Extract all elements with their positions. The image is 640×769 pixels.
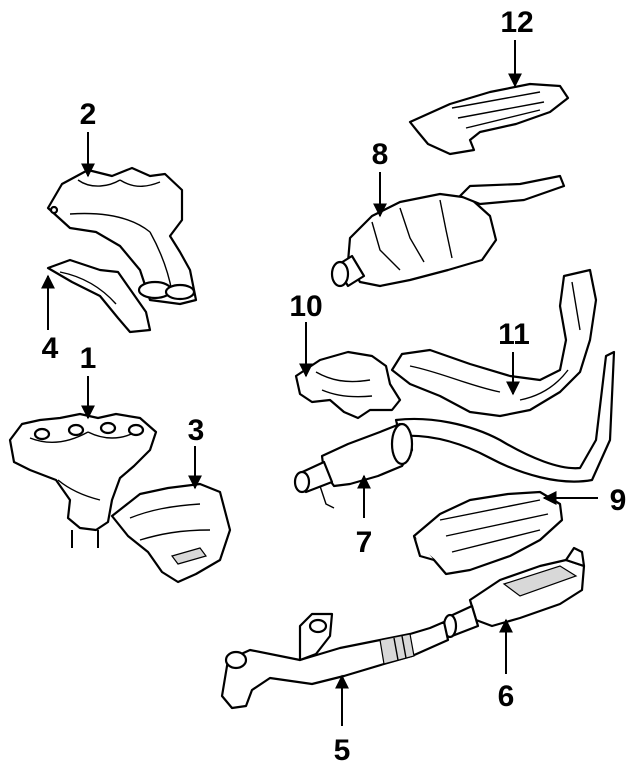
part-2-exhaust-manifold-upper <box>46 166 198 306</box>
part-8-muffler-tailpipe <box>330 174 566 288</box>
callout-labels: 2 4 1 3 12 8 10 11 7 9 6 5 <box>42 6 627 767</box>
callout-12: 12 <box>500 6 533 39</box>
callout-9: 9 <box>610 484 627 517</box>
part-10-heat-shield <box>294 350 402 420</box>
part-1-exhaust-manifold-lower <box>8 412 158 548</box>
part-5-front-pipe <box>220 612 450 710</box>
part-12-heat-shield-upper <box>408 82 570 156</box>
callout-8: 8 <box>372 138 389 171</box>
part-9-heat-shield <box>412 490 564 576</box>
callout-5: 5 <box>334 734 351 767</box>
callout-10: 10 <box>289 290 322 323</box>
callout-4: 4 <box>42 332 59 365</box>
leaders <box>41 40 598 726</box>
callout-1: 1 <box>80 342 97 375</box>
callout-7: 7 <box>356 526 373 559</box>
part-3-heat-shield <box>110 482 232 584</box>
part-11-center-pipe-heat-shield <box>390 268 616 483</box>
part-4-heat-shield-gasket <box>46 258 152 334</box>
part-7-resonator <box>293 422 414 509</box>
callout-2: 2 <box>80 98 97 131</box>
callout-6: 6 <box>498 680 515 713</box>
part-6-catalytic-converter <box>442 546 586 639</box>
callout-11: 11 <box>498 318 530 351</box>
callout-3: 3 <box>188 414 205 447</box>
